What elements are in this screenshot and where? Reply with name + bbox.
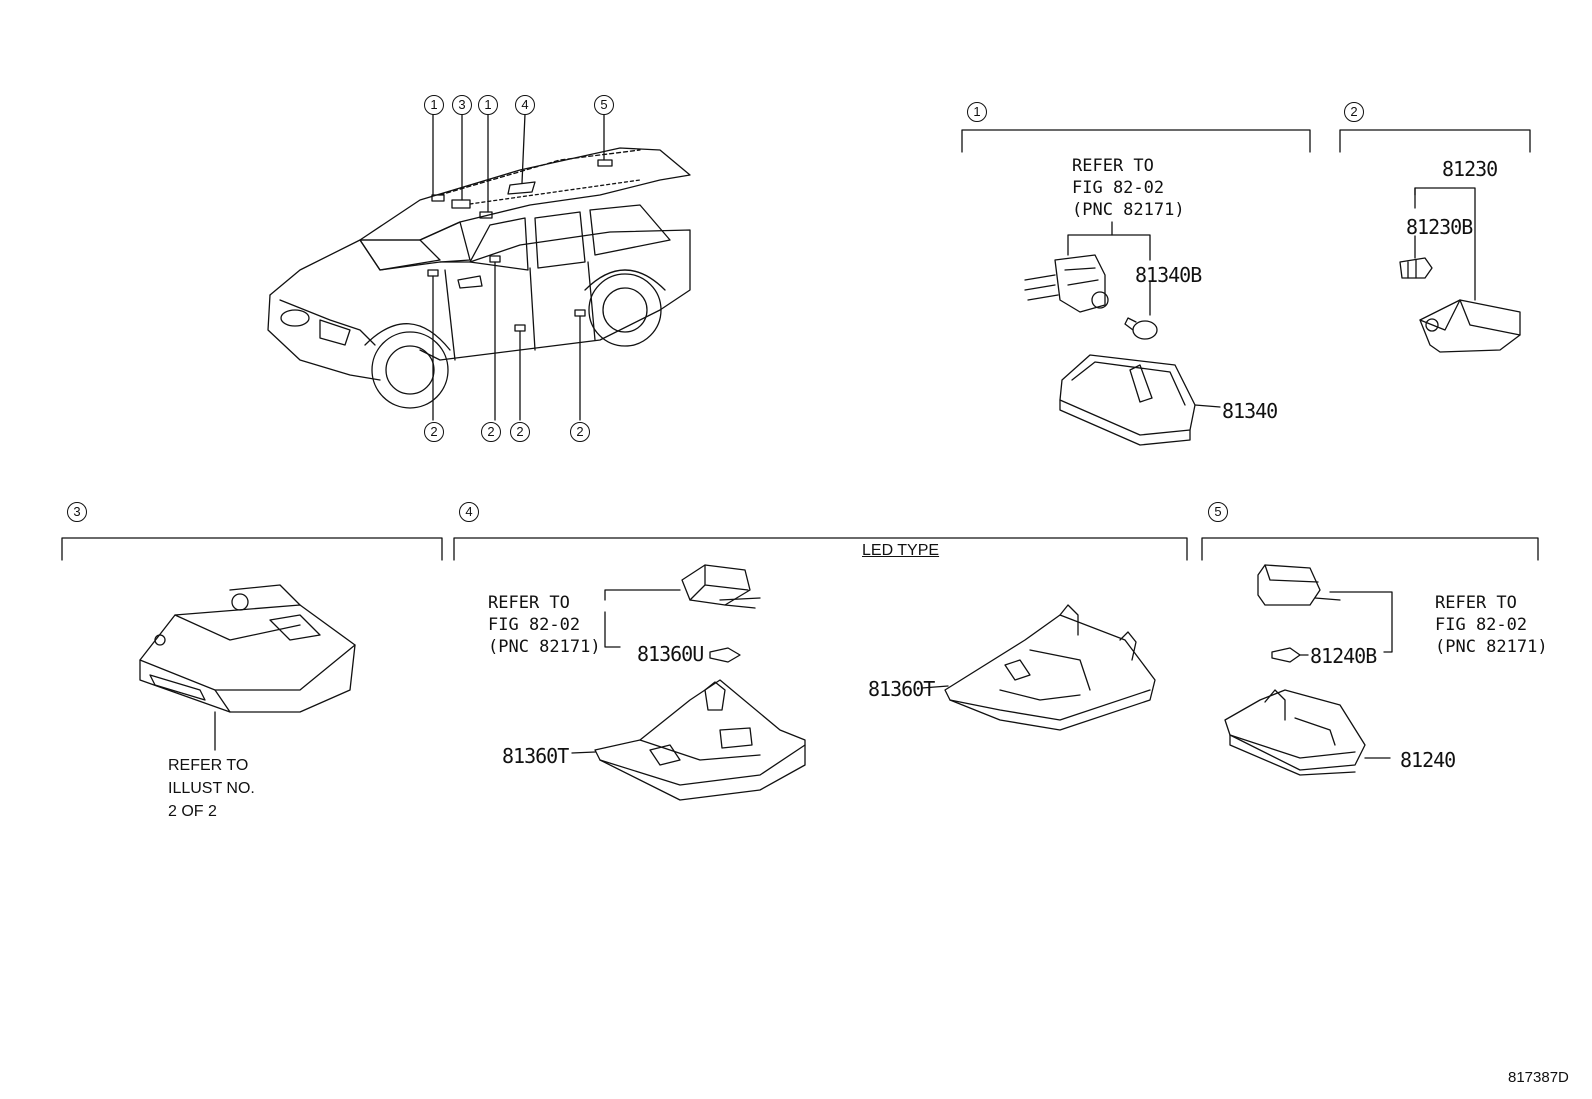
section1-refer-line3: (PNC 82171) <box>1072 200 1185 220</box>
section2-number: 2 <box>1344 102 1364 122</box>
section5-number: 5 <box>1208 502 1228 522</box>
car-marker-bottom-1: 2 <box>424 422 444 442</box>
section3-refer-line3: 2 OF 2 <box>168 803 217 820</box>
section3-refer-line2: ILLUST NO. <box>168 780 255 797</box>
section1-refer-line1: REFER TO <box>1072 156 1154 176</box>
section5-drawing <box>1224 564 1393 776</box>
car-marker-bottom-2: 2 <box>481 422 501 442</box>
car-marker-top-1: 1 <box>424 95 444 115</box>
part-number-81360T-left: 81360T <box>502 744 569 768</box>
section5-refer-line1: REFER TO <box>1435 593 1517 613</box>
vehicle-illustration <box>267 113 691 421</box>
section1-number: 1 <box>967 102 987 122</box>
section2-drawing <box>1399 187 1521 353</box>
section3-number: 3 <box>67 502 87 522</box>
part-number-81230B: 81230B <box>1406 215 1473 239</box>
section4-number: 4 <box>459 502 479 522</box>
section4-drawing <box>571 564 1156 801</box>
car-marker-top-3: 1 <box>478 95 498 115</box>
section5-refer-line2: FIG 82-02 <box>1435 615 1528 635</box>
car-marker-bottom-4: 2 <box>570 422 590 442</box>
part-number-81240B: 81240B <box>1310 644 1377 668</box>
section4-refer-line2: FIG 82-02 <box>488 615 581 635</box>
part-number-81230: 81230 <box>1442 157 1498 181</box>
section4-variant-label: LED TYPE <box>862 542 940 559</box>
figure-id: 817387D <box>1508 1069 1569 1086</box>
section1-refer-line2: FIG 82-02 <box>1072 178 1165 198</box>
section4-refer-line3: (PNC 82171) <box>488 637 601 657</box>
section5-refer-line3: (PNC 82171) <box>1435 637 1548 657</box>
part-number-81360U: 81360U <box>637 642 704 666</box>
part-number-81340: 81340 <box>1222 399 1278 423</box>
part-number-81360T-right: 81360T <box>868 677 935 701</box>
car-marker-bottom-3: 2 <box>510 422 530 442</box>
section3-refer-line1: REFER TO <box>168 757 249 774</box>
part-number-81240: 81240 <box>1400 748 1456 772</box>
car-marker-top-2: 3 <box>452 95 472 115</box>
section4-refer-line1: REFER TO <box>488 593 570 613</box>
part-number-81340B: 81340B <box>1135 263 1202 287</box>
car-marker-top-4: 4 <box>515 95 535 115</box>
section1-drawing <box>1024 221 1221 446</box>
car-marker-top-5: 5 <box>594 95 614 115</box>
section3-drawing <box>139 584 356 751</box>
